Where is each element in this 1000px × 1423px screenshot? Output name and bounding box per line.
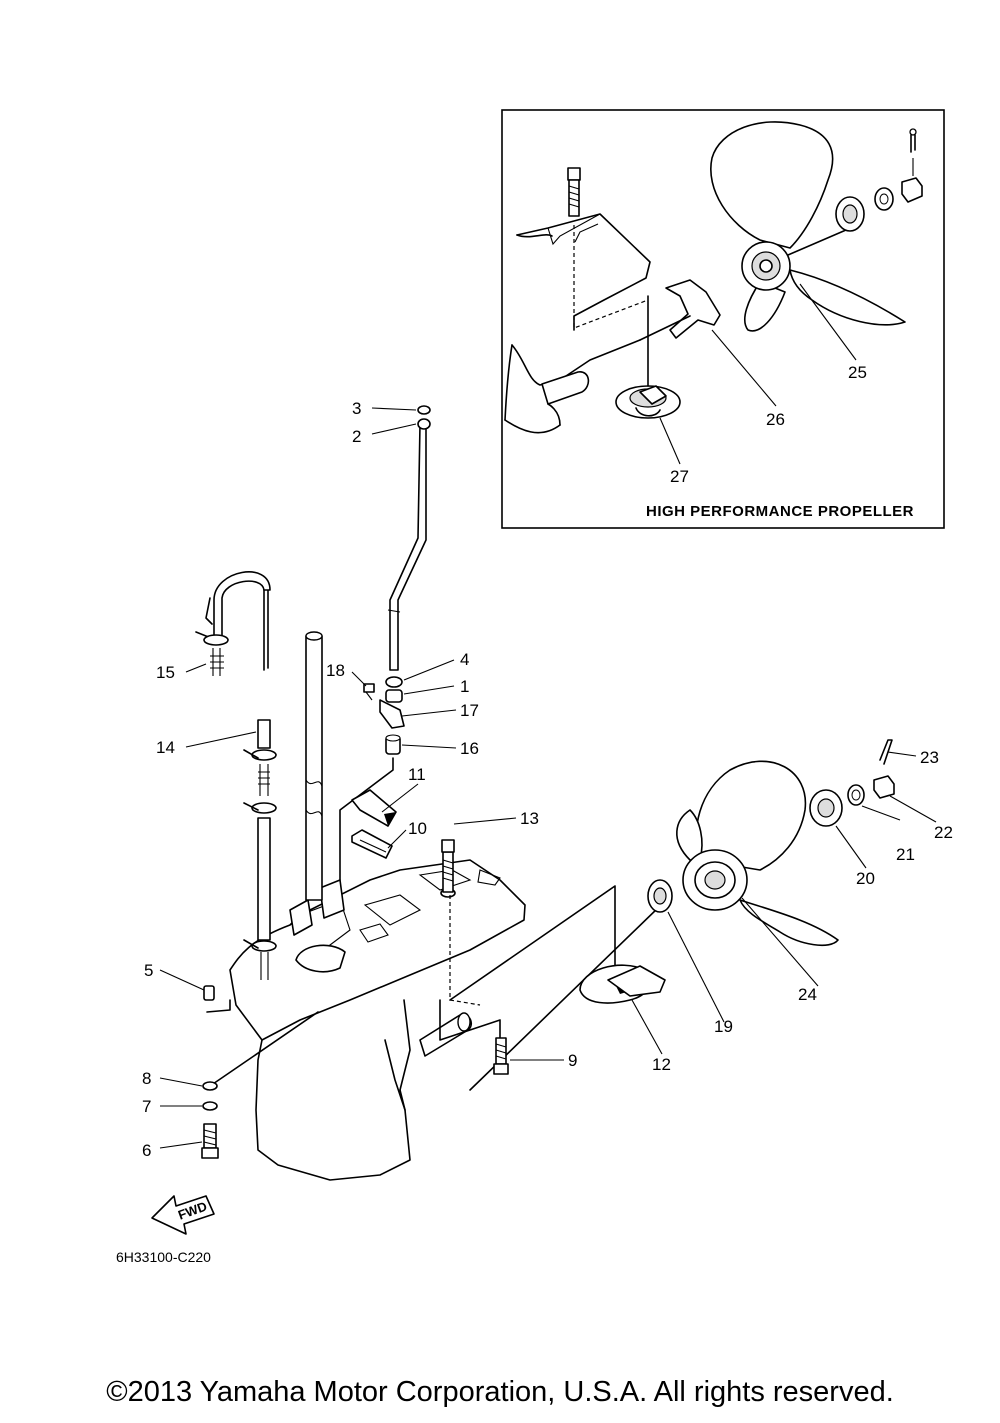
callout-18: 18 (326, 661, 345, 680)
callout-10: 10 (408, 819, 427, 838)
high-performance-propeller-inset (501, 109, 945, 529)
callout-4: 4 (460, 650, 469, 669)
callout-19: 19 (714, 1017, 733, 1036)
callout-17: 17 (460, 701, 479, 720)
callout-5: 5 (144, 961, 153, 980)
callout-7: 7 (142, 1097, 151, 1116)
callout-2: 2 (352, 427, 361, 446)
callout-numbers: 3 2 4 1 17 16 18 11 10 13 15 14 5 8 7 6 … (142, 363, 953, 1160)
callout-20: 20 (856, 869, 875, 888)
callout-23: 23 (920, 748, 939, 767)
callout-8: 8 (142, 1069, 151, 1088)
callout-22: 22 (934, 823, 953, 842)
callout-3: 3 (352, 399, 361, 418)
drawing-code: 6H33100-C220 (116, 1249, 211, 1265)
callout-15: 15 (156, 663, 175, 682)
inset-title: HIGH PERFORMANCE PROPELLER (646, 503, 914, 520)
callout-1: 1 (460, 677, 469, 696)
callout-25: 25 (848, 363, 867, 382)
copyright-notice: ©2013 Yamaha Motor Corporation, U.S.A. A… (106, 1376, 894, 1408)
callout-26: 26 (766, 410, 785, 429)
callout-11: 11 (408, 765, 426, 784)
callout-6: 6 (142, 1141, 151, 1160)
callout-24: 24 (798, 985, 817, 1004)
callout-13: 13 (520, 809, 539, 828)
callout-12: 12 (652, 1055, 671, 1074)
callout-27: 27 (670, 467, 689, 486)
callout-16: 16 (460, 739, 479, 758)
lower-unit-drawing: FWD (151, 405, 895, 1235)
callout-9: 9 (568, 1051, 577, 1070)
callout-14: 14 (156, 738, 175, 757)
callout-21: 21 (896, 845, 915, 864)
callout-leaders (159, 283, 937, 1149)
